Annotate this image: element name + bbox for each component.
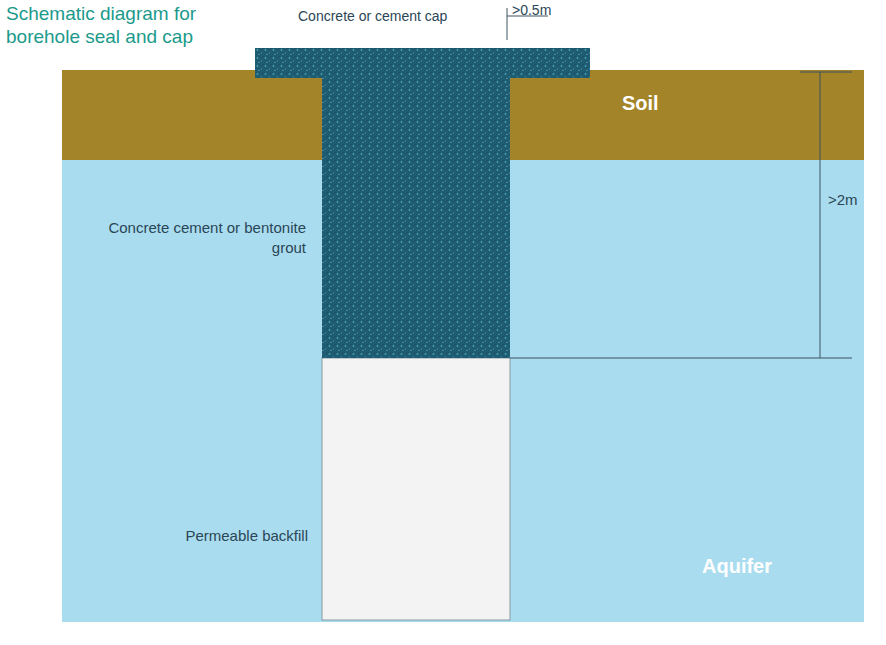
- soil-band: Soil: [62, 70, 864, 160]
- region-label: Soil: [622, 92, 659, 115]
- region-label: Aquifer: [702, 555, 772, 578]
- grout-column: [322, 48, 510, 358]
- dimension-tick: [507, 8, 508, 40]
- dimension-tick: [800, 72, 852, 73]
- dimension-line: [820, 72, 821, 358]
- dimension-label: >0.5m: [512, 0, 582, 20]
- diagram-title: Schematic diagram for borehole seal and …: [6, 2, 246, 48]
- depth-line: [510, 358, 852, 359]
- dimension-label: >2m: [828, 190, 880, 210]
- cap-label: Concrete or cement cap: [298, 6, 448, 26]
- grout-label: Concrete cement or bentonite grout: [78, 218, 306, 258]
- backfill-label: Permeable backfill: [150, 526, 308, 546]
- permeable-backfill: [322, 358, 510, 620]
